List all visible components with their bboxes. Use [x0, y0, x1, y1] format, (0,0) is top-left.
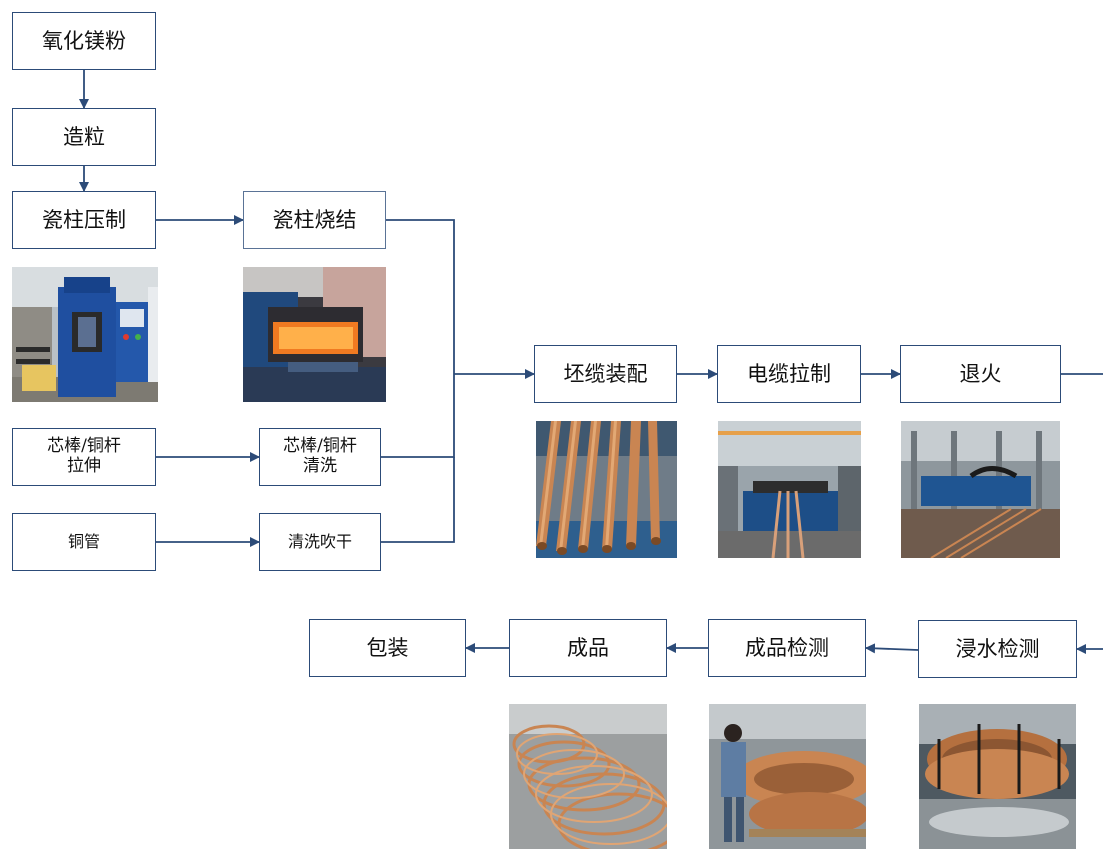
- step-label: 造粒: [63, 124, 105, 149]
- annealing-line-photo: [901, 421, 1060, 558]
- step-assembly: 坯缆装配: [534, 345, 677, 403]
- step-rod-draw: 芯棒/铜杆 拉伸: [12, 428, 156, 486]
- press-machine-photo: [12, 267, 158, 402]
- step-label: 氧化镁粉: [42, 28, 126, 53]
- step-immersion-test: 浸水检测: [918, 620, 1077, 678]
- step-label: 清洗吹干: [287, 531, 352, 551]
- step-copper-tube: 铜管: [12, 513, 156, 571]
- step-label: 浸水检测: [955, 636, 1040, 661]
- line-rod-clean-merge: [381, 374, 455, 458]
- step-clean-dry: 清洗吹干: [259, 513, 381, 571]
- step-label: 铜管: [67, 531, 100, 551]
- step-label: 电缆拉制: [747, 361, 831, 386]
- cable-coils-photo: [509, 704, 667, 849]
- drawing-line-photo: [718, 421, 861, 558]
- step-label: 芯棒/铜杆 拉伸: [47, 436, 121, 476]
- step-label: 包装: [366, 635, 409, 660]
- step-product-test: 成品检测: [708, 619, 866, 677]
- step-label: 瓷柱压制: [42, 207, 126, 232]
- step-rod-clean: 芯棒/铜杆 清洗: [259, 428, 381, 486]
- step-product: 成品: [509, 619, 667, 677]
- step-packing: 包装: [309, 619, 466, 677]
- step-cable-draw: 电缆拉制: [717, 345, 861, 403]
- copper-tubes-photo: [536, 421, 677, 558]
- step-mgo-powder: 氧化镁粉: [12, 12, 156, 70]
- step-label: 坯缆装配: [563, 361, 648, 386]
- inspection-photo: [709, 704, 866, 849]
- step-label: 成品检测: [745, 635, 829, 660]
- water-immersion-photo: [919, 704, 1076, 849]
- step-label: 芯棒/铜杆 清洗: [283, 436, 357, 476]
- step-label: 退火: [959, 361, 1002, 386]
- arrow-immersion-product-test: [865, 643, 919, 654]
- step-granulate: 造粒: [12, 108, 156, 166]
- sintering-furnace-photo: [243, 267, 386, 402]
- step-sinter: 瓷柱烧结: [243, 191, 386, 249]
- step-anneal: 退火: [900, 345, 1061, 403]
- line-clean-dry-merge: [381, 457, 455, 543]
- step-label: 成品: [567, 635, 609, 660]
- step-label: 瓷柱烧结: [272, 207, 357, 232]
- step-press: 瓷柱压制: [12, 191, 156, 249]
- line-sinter-merge: [386, 219, 455, 374]
